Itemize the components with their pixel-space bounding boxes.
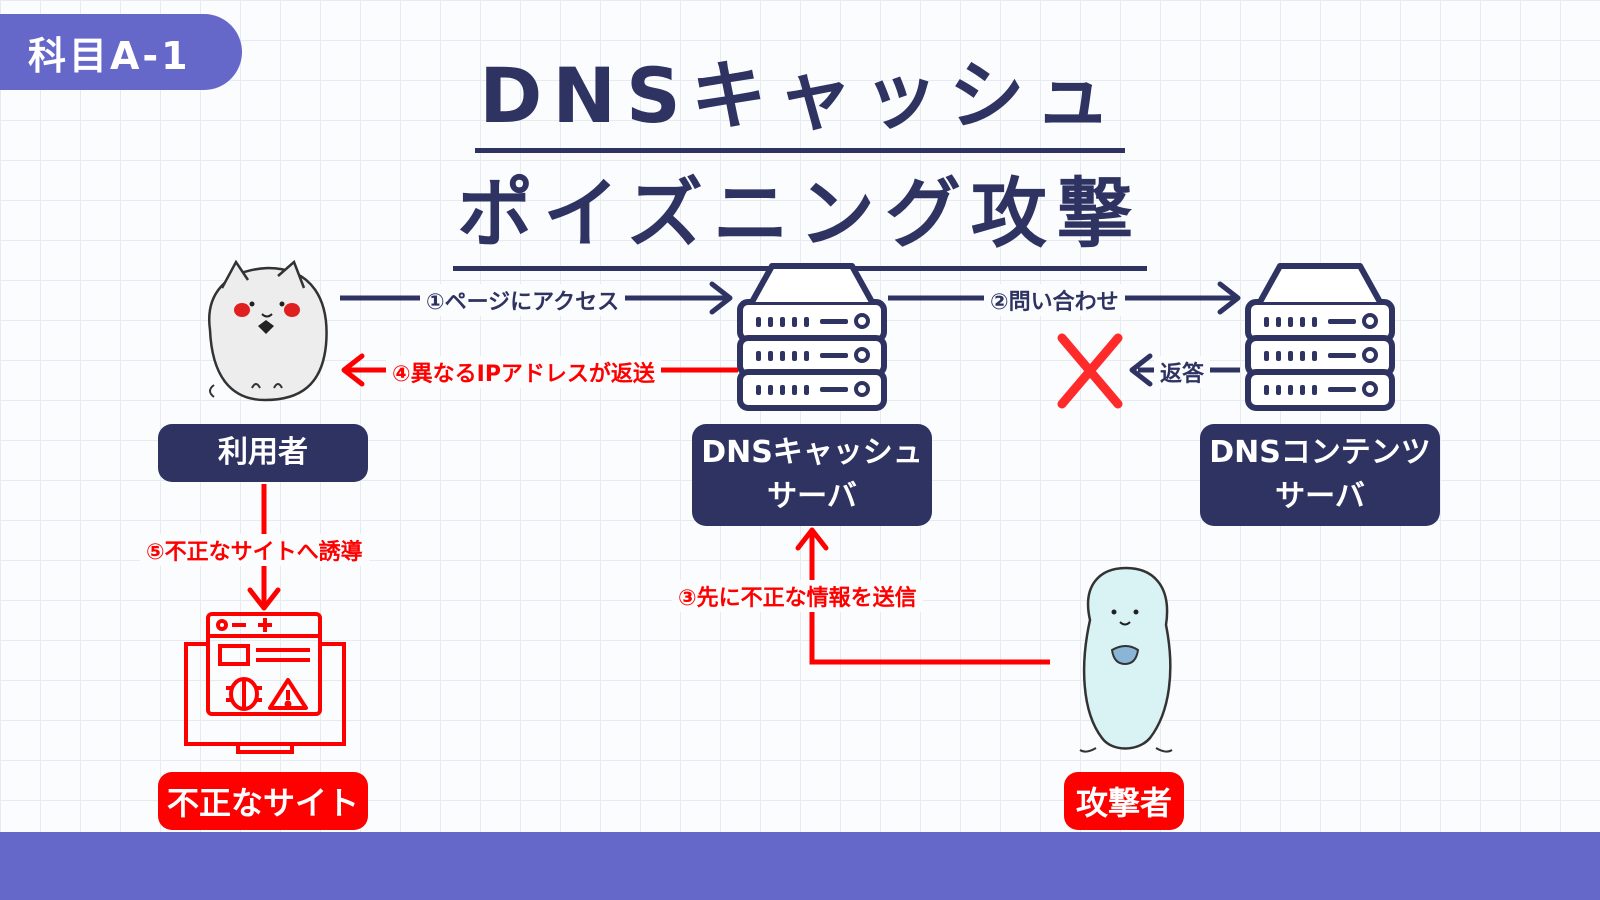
dns-cache-server-icon xyxy=(740,266,884,408)
fake-site-label: 不正なサイト xyxy=(158,772,368,830)
edge-label-reply: 返答 xyxy=(1154,356,1211,388)
blocked-x-icon xyxy=(1057,333,1123,409)
subject-badge: 科目A-1 xyxy=(0,14,242,90)
seal-attacker-icon xyxy=(1079,566,1173,753)
edge-label-step3: ③先に不正な情報を送信 xyxy=(672,580,923,612)
malicious-site-icon xyxy=(184,612,346,754)
title-line-1: DNSキャッシュ xyxy=(0,58,1600,153)
cat-user-icon xyxy=(208,259,328,402)
footer-band xyxy=(0,832,1600,900)
title-line-2: ポイズニング攻撃 xyxy=(0,176,1600,271)
edge-label-step4: ④異なるIPアドレスが返送 xyxy=(386,356,661,388)
attacker-label: 攻撃者 xyxy=(1064,772,1184,830)
user-label: 利用者 xyxy=(158,424,368,482)
dns-contents-server-icon xyxy=(1248,266,1392,408)
edge-label-step2: ②問い合わせ xyxy=(984,284,1125,316)
dns-cache-server-label: DNSキャッシュ サーバ xyxy=(692,424,932,526)
dns-contents-server-label: DNSコンテンツ サーバ xyxy=(1200,424,1440,526)
edge-label-step1: ①ページにアクセス xyxy=(420,284,626,316)
edge-label-step5: ⑤不正なサイトへ誘導 xyxy=(140,534,369,566)
